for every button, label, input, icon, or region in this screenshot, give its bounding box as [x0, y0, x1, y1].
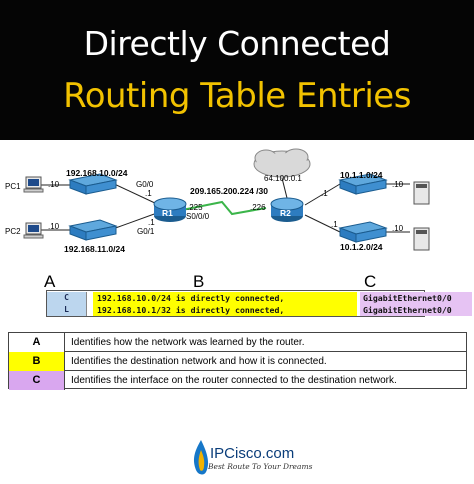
r2-name-label: R2 — [280, 208, 291, 218]
pc2-label: PC2 — [5, 227, 21, 236]
topology-svg — [23, 148, 430, 251]
legend-table: A Identifies how the network was learned… — [8, 332, 467, 390]
r1-g00-label: G0/0 — [136, 180, 154, 189]
r2-g00-host-label: .1 — [321, 189, 328, 198]
logo-name: IPCisco.com — [210, 445, 295, 462]
legend-key: C — [9, 371, 65, 390]
pc1-label: PC1 — [5, 182, 21, 191]
switch-2-icon — [68, 219, 118, 241]
pc1-icon — [23, 176, 44, 193]
link-r2-cloud — [281, 177, 288, 199]
r2-serial-host-label: .226 — [250, 203, 266, 212]
route-destination: 192.168.10.0/24 is directly connected, — [93, 292, 357, 304]
internet-cloud — [253, 148, 311, 178]
route-row: L 192.168.10.1/32 is directly connected,… — [47, 304, 472, 316]
link-sw1-r1 — [109, 181, 158, 205]
ipcisco-flame-logo-icon — [193, 440, 209, 475]
column-marker-b: B — [193, 272, 205, 291]
r1-name-label: R1 — [162, 208, 173, 218]
topology-links — [40, 177, 410, 233]
router-r1-icon — [153, 197, 187, 222]
pc4-host-label: .10 — [392, 224, 404, 233]
pc2-host-label: .10 — [48, 222, 60, 231]
r1-g01-host-label: .1 — [148, 218, 155, 227]
pc3-host-label: .10 — [392, 180, 404, 189]
router-r2-icon — [270, 197, 304, 222]
wan-network-label: 209.165.200.224 /30 — [190, 186, 268, 196]
serial-link — [181, 200, 267, 216]
page-title-line1: Directly Connected — [83, 24, 391, 63]
r2-g01-host-label: .1 — [331, 220, 338, 229]
network-topology-diagram: PC1 .10 PC2 .10 192.168.10.0/24 192.168.… — [0, 140, 474, 270]
header-banner: Directly Connected Routing Table Entries — [0, 0, 474, 140]
legend-key: A — [9, 333, 65, 352]
route-interface: GigabitEthernet0/0 — [360, 292, 472, 304]
pc3-icon — [413, 181, 430, 205]
link-r2-sw3 — [304, 183, 341, 206]
legend-row: C Identifies the interface on the router… — [9, 371, 466, 390]
routing-table: C 192.168.10.0/24 is directly connected,… — [46, 290, 472, 317]
logo-slogan: Best Route To Your Dreams — [208, 462, 313, 471]
switch-4-icon — [338, 221, 388, 243]
route-row: C 192.168.10.0/24 is directly connected,… — [47, 292, 472, 304]
lan2-label: 192.168.11.0/24 — [64, 244, 125, 254]
lan3-label: 10.1.1.0/24 — [340, 170, 383, 180]
switch-3-icon — [338, 173, 388, 195]
link-r2-sw4 — [304, 214, 341, 233]
r1-g01-label: G0/1 — [137, 227, 155, 236]
lan1-label: 192.168.10.0/24 — [66, 168, 128, 178]
route-destination: 192.168.10.1/32 is directly connected, — [93, 304, 357, 316]
legend-text: Identifies how the network was learned b… — [71, 337, 305, 348]
pc1-host-label: .10 — [48, 180, 60, 189]
route-interface: GigabitEthernet0/0 — [360, 304, 472, 316]
legend-key: B — [9, 352, 65, 371]
pc4-icon — [413, 227, 430, 251]
r1-serial-host-label: .225 — [187, 203, 203, 212]
switch-1-icon — [68, 173, 118, 195]
link-sw2-r1 — [109, 212, 158, 231]
legend-row: B Identifies the destination network and… — [9, 352, 466, 371]
legend-text: Identifies the destination network and h… — [71, 356, 327, 367]
route-code: L — [47, 304, 87, 316]
page-title-line2: Routing Table Entries — [63, 76, 411, 116]
pc2-icon — [23, 222, 44, 239]
cloud-address-label: 64.100.0.1 — [264, 174, 302, 183]
r1-g00-host-label: .1 — [145, 189, 152, 198]
r1-serial-label: S0/0/0 — [186, 212, 210, 221]
legend-text: Identifies the interface on the router c… — [71, 375, 397, 386]
column-marker-a: A — [44, 272, 56, 291]
column-marker-c: C — [364, 272, 377, 291]
lan4-label: 10.1.2.0/24 — [340, 242, 383, 252]
route-code: C — [47, 292, 87, 304]
legend-row: A Identifies how the network was learned… — [9, 333, 466, 352]
